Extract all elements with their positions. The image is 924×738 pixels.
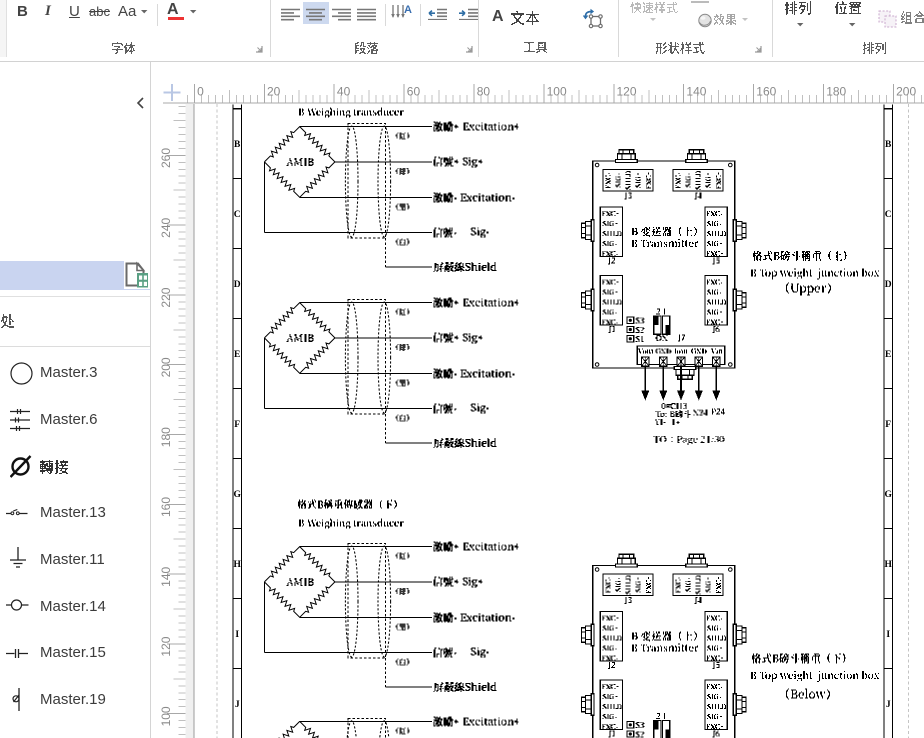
svg-text:C: C <box>234 210 241 220</box>
svg-text:F: F <box>885 420 891 430</box>
svg-text:200: 200 <box>896 85 916 99</box>
svg-text:20: 20 <box>267 85 281 99</box>
svg-text:240: 240 <box>159 217 173 237</box>
svg-text:0: 0 <box>197 85 204 99</box>
svg-text:160: 160 <box>159 497 173 517</box>
svg-text:H: H <box>234 560 242 570</box>
svg-text:I: I <box>235 630 239 640</box>
svg-text:120: 120 <box>159 636 173 656</box>
svg-text:H: H <box>885 560 893 570</box>
svg-text:60: 60 <box>407 85 421 99</box>
svg-text:D: D <box>234 280 241 290</box>
svg-text:C: C <box>885 210 892 220</box>
svg-text:E: E <box>885 350 891 360</box>
svg-text:180: 180 <box>826 85 846 99</box>
svg-text:J: J <box>886 700 891 710</box>
svg-text:180: 180 <box>159 427 173 447</box>
svg-text:220: 220 <box>159 287 173 307</box>
svg-text:160: 160 <box>756 85 776 99</box>
svg-text:260: 260 <box>159 148 173 168</box>
svg-text:100: 100 <box>159 706 173 726</box>
svg-text:140: 140 <box>686 85 706 99</box>
svg-text:A: A <box>404 4 412 16</box>
svg-text:100: 100 <box>547 85 567 99</box>
svg-text:140: 140 <box>159 566 173 586</box>
svg-text:120: 120 <box>617 85 637 99</box>
svg-text:G: G <box>234 490 242 500</box>
svg-text:B: B <box>885 140 892 150</box>
svg-text:I: I <box>886 630 890 640</box>
svg-text:80: 80 <box>477 85 491 99</box>
svg-text:G: G <box>885 490 893 500</box>
svg-text:E: E <box>234 350 240 360</box>
svg-text:J: J <box>235 700 240 710</box>
svg-text:F: F <box>234 420 240 430</box>
svg-text:B: B <box>234 140 241 150</box>
svg-text:40: 40 <box>337 85 351 99</box>
svg-text:200: 200 <box>159 357 173 377</box>
svg-text:D: D <box>885 280 892 290</box>
